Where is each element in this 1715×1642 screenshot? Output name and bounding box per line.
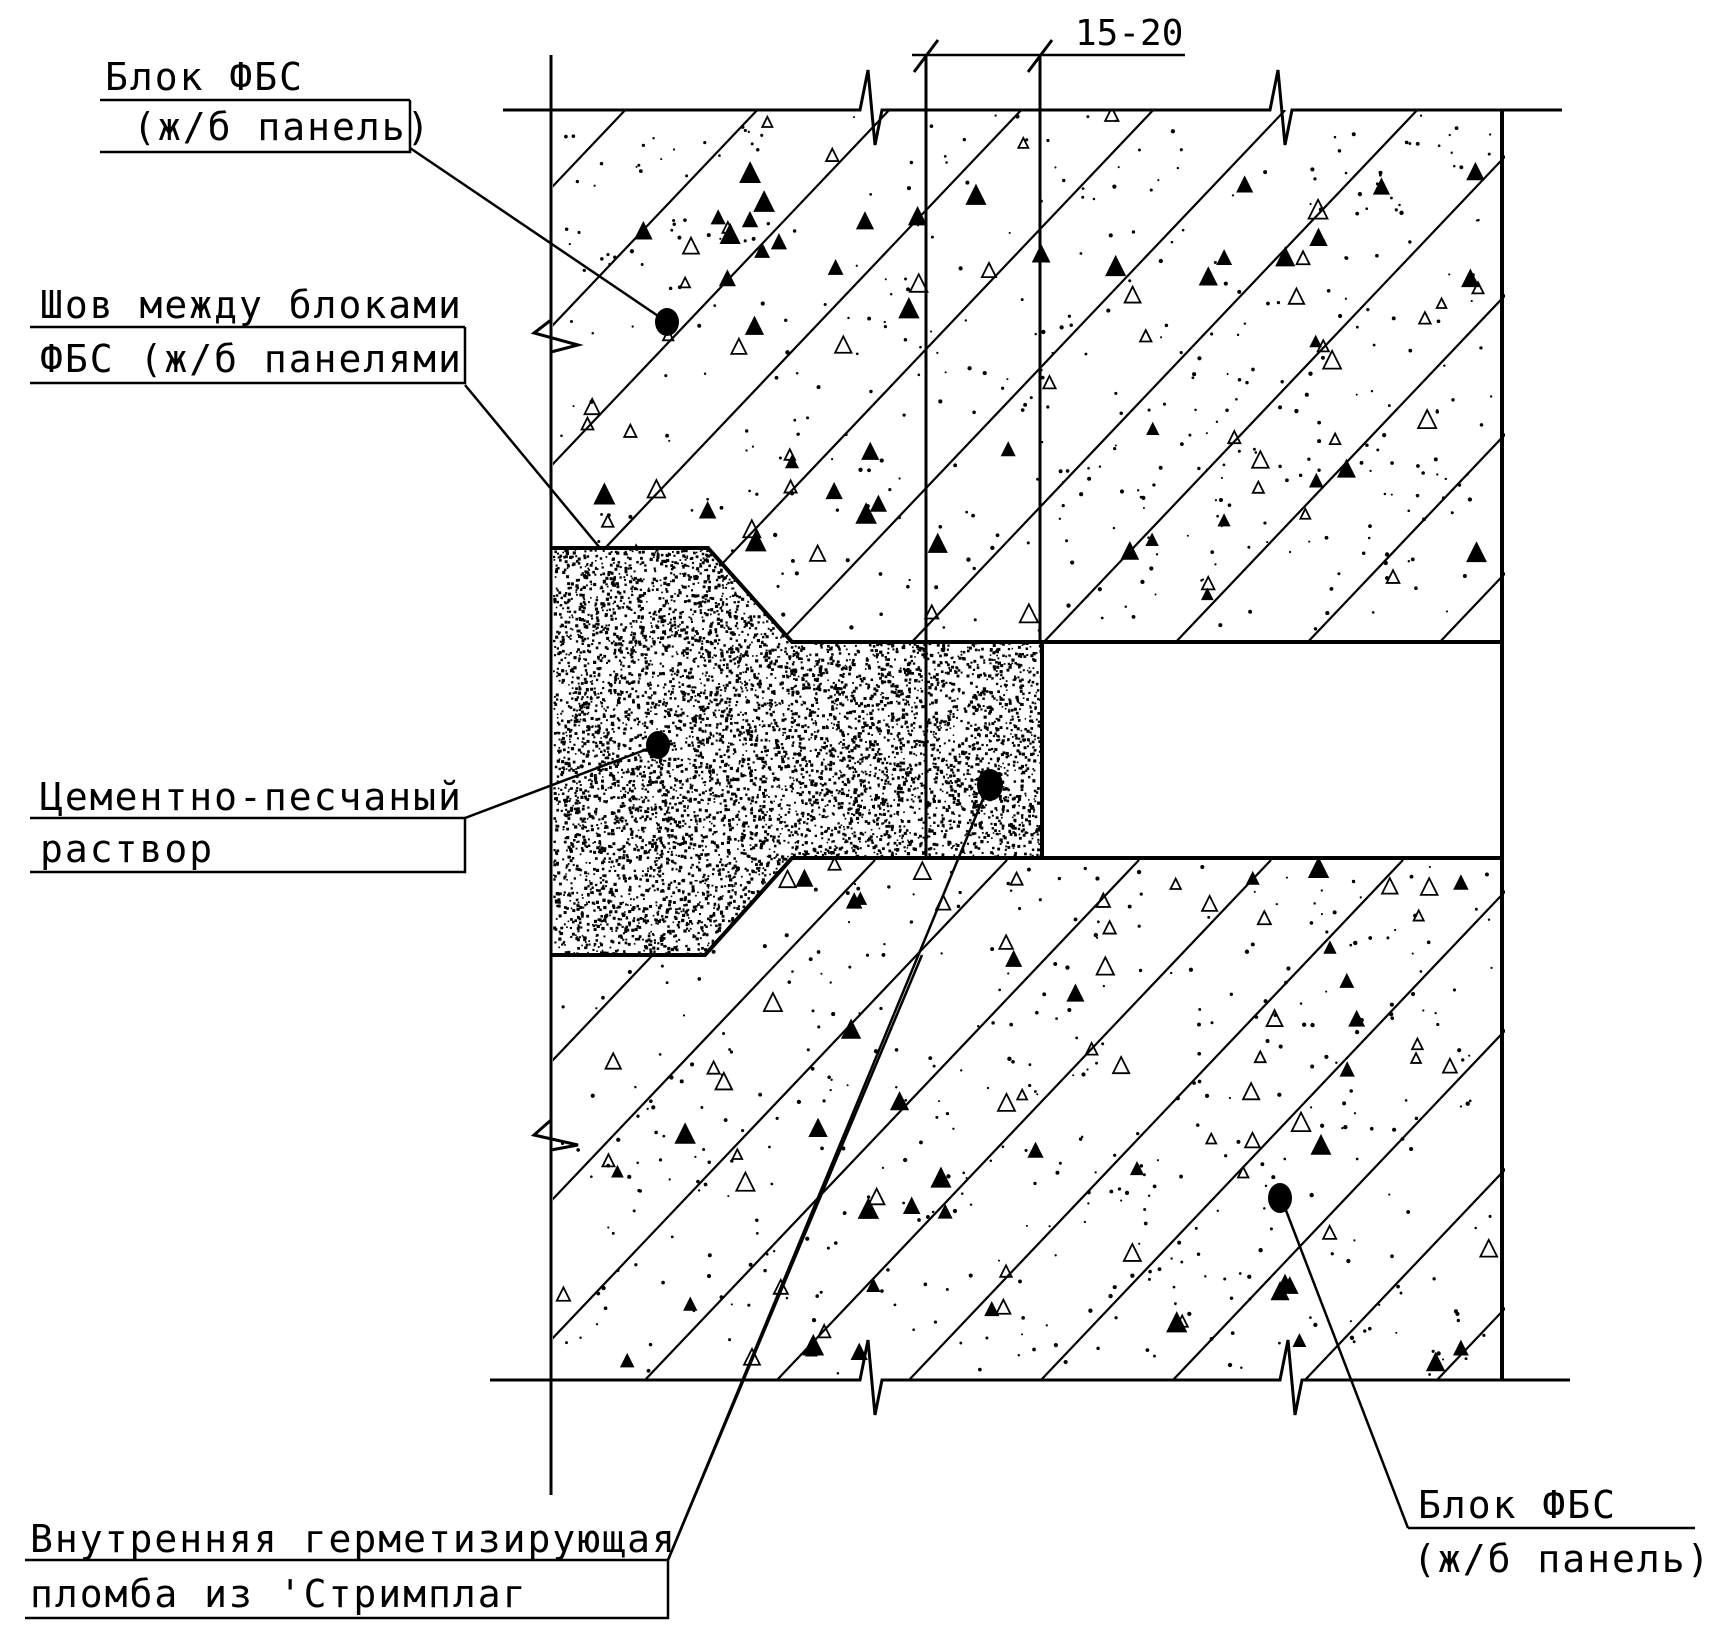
seam-label-line2: ФБС (ж/б панелями	[40, 337, 463, 381]
mortar-label-line1: Цементно-песчаный	[40, 775, 463, 819]
top-concrete-block	[553, 110, 1505, 645]
mortar-stipple	[553, 548, 1040, 955]
leader-lines	[409, 146, 1410, 1561]
seam-label: Шов между блоками ФБС (ж/б панелями	[30, 283, 467, 385]
bottom-concrete-block	[553, 860, 1505, 1380]
bottom-block-hatching	[553, 860, 1505, 1380]
bottom-block-label: Блок ФБС (ж/б панель)	[1408, 1483, 1712, 1581]
gap-dimension: 15-20	[912, 13, 1185, 73]
bottom-block-label-line2: (ж/б панель)	[1413, 1537, 1712, 1581]
mortar-label-line2: раствор	[40, 827, 214, 871]
cement-sand-mortar	[553, 548, 1040, 955]
gap-dimension-value: 15-20	[1075, 13, 1183, 54]
top-block-hatching	[553, 110, 1505, 645]
bottom-block-label-line1: Блок ФБС	[1418, 1483, 1617, 1527]
top-block-label-line2: (ж/б панель)	[133, 105, 432, 149]
sealant-label-line2: пломба из 'Стримплаг	[30, 1572, 528, 1616]
mortar-label: Цементно-песчаный раствор	[30, 775, 467, 874]
seam-label-line1: Шов между блоками	[40, 283, 463, 327]
leader-dots	[646, 308, 1292, 1213]
top-block-aggregate	[555, 110, 1493, 635]
section-outlines	[490, 55, 1570, 1495]
sealant-label: Внутренняя герметизирующая пломба из 'Ст…	[25, 1517, 677, 1620]
top-block-label: Блок ФБС (ж/б панель)	[100, 55, 432, 154]
top-block-label-line1: Блок ФБС	[105, 55, 304, 99]
sealant-label-line1: Внутренняя герметизирующая	[30, 1517, 677, 1561]
